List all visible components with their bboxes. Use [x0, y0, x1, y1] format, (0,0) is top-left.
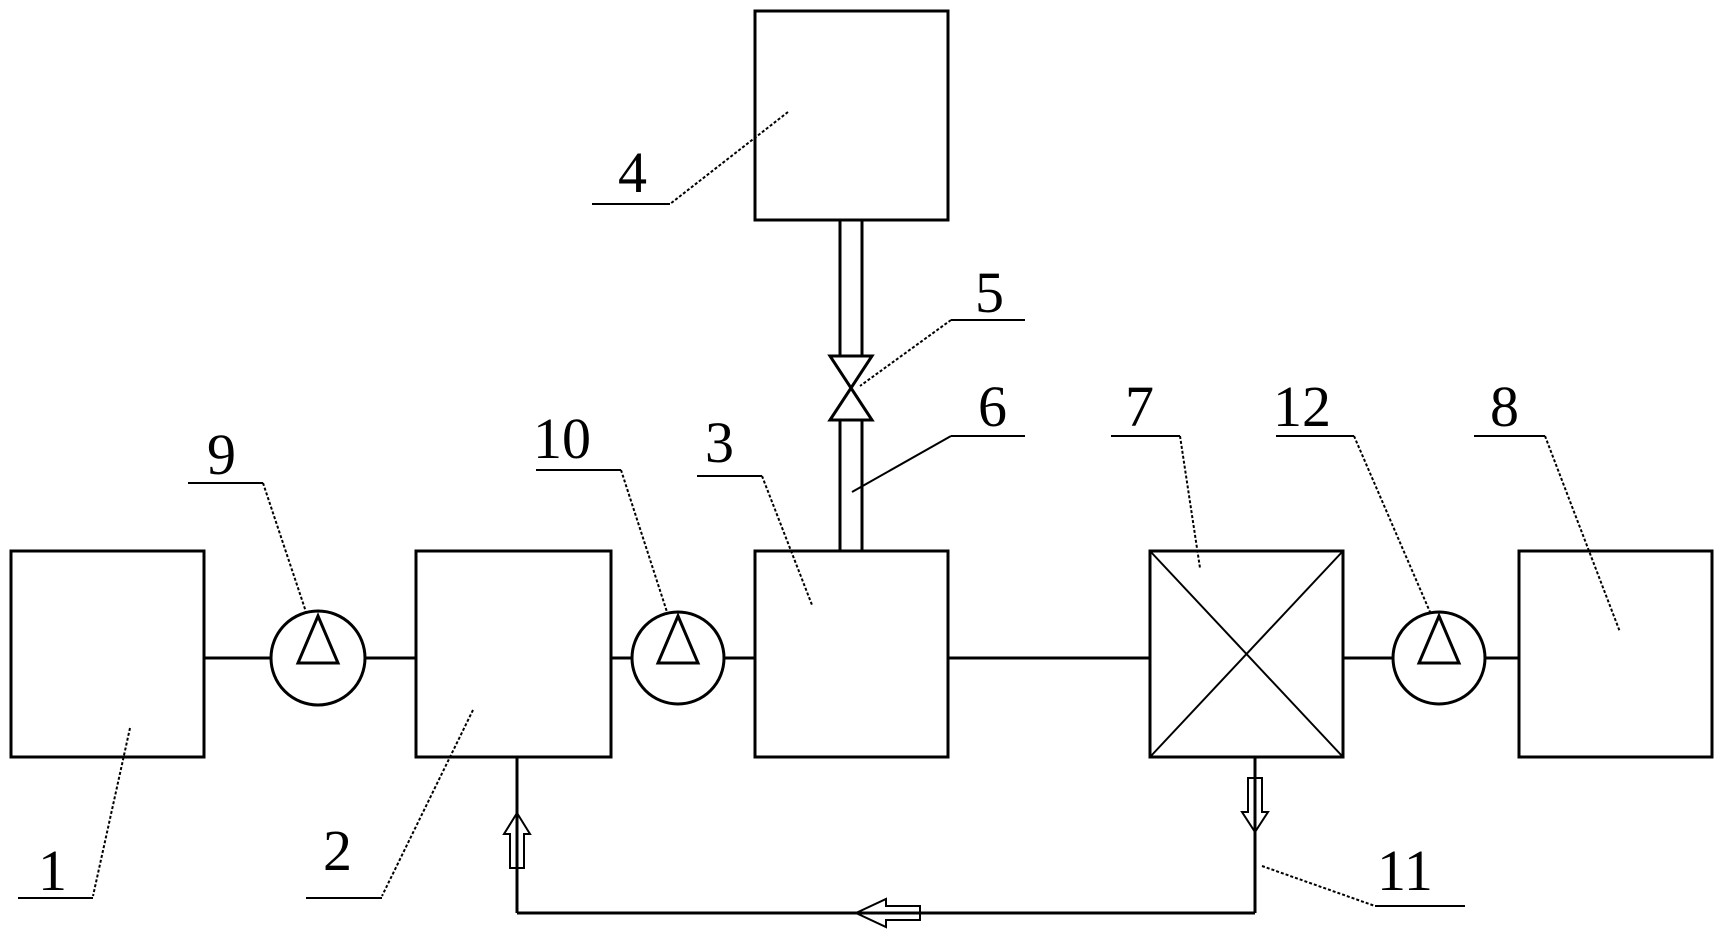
- label-9: 9: [188, 422, 307, 613]
- label-4-text: 4: [618, 140, 647, 205]
- label-7-text: 7: [1125, 374, 1154, 439]
- flow-arrow-icon: [502, 777, 1270, 929]
- pump-icon: [269, 609, 367, 707]
- label-1: 1: [18, 727, 131, 903]
- label-5-text: 5: [975, 260, 1004, 325]
- unit-3-box: [753, 549, 950, 759]
- label-7: 7: [1111, 374, 1201, 569]
- unit-8-box: [1517, 549, 1714, 759]
- label-12-text: 12: [1273, 374, 1331, 439]
- label-2: 2: [306, 709, 474, 899]
- label-4: 4: [592, 111, 789, 205]
- label-8: 8: [1474, 374, 1621, 633]
- label-11-text: 11: [1377, 838, 1433, 903]
- label-9-text: 9: [207, 422, 236, 487]
- label-6: 6: [851, 374, 1025, 493]
- label-1-text: 1: [38, 838, 67, 903]
- valve-icon: [827, 354, 875, 422]
- label-8-text: 8: [1490, 374, 1519, 439]
- label-5: 5: [859, 260, 1025, 387]
- unit-4-box: [753, 9, 950, 222]
- label-11: 11: [1261, 838, 1465, 907]
- pump-icon: [1391, 610, 1487, 706]
- label-2-text: 2: [323, 818, 352, 883]
- pump-icon: [630, 610, 726, 706]
- label-3-text: 3: [705, 410, 734, 475]
- unit-1-box: [9, 549, 206, 759]
- label-12: 12: [1273, 374, 1431, 613]
- return-loop-11: [515, 757, 1257, 915]
- unit-2-box: [414, 549, 613, 759]
- cross-box-icon: [1148, 549, 1345, 759]
- label-6-text: 6: [978, 374, 1007, 439]
- label-3: 3: [697, 410, 813, 606]
- label-10-text: 10: [533, 406, 591, 471]
- label-10: 10: [533, 406, 668, 613]
